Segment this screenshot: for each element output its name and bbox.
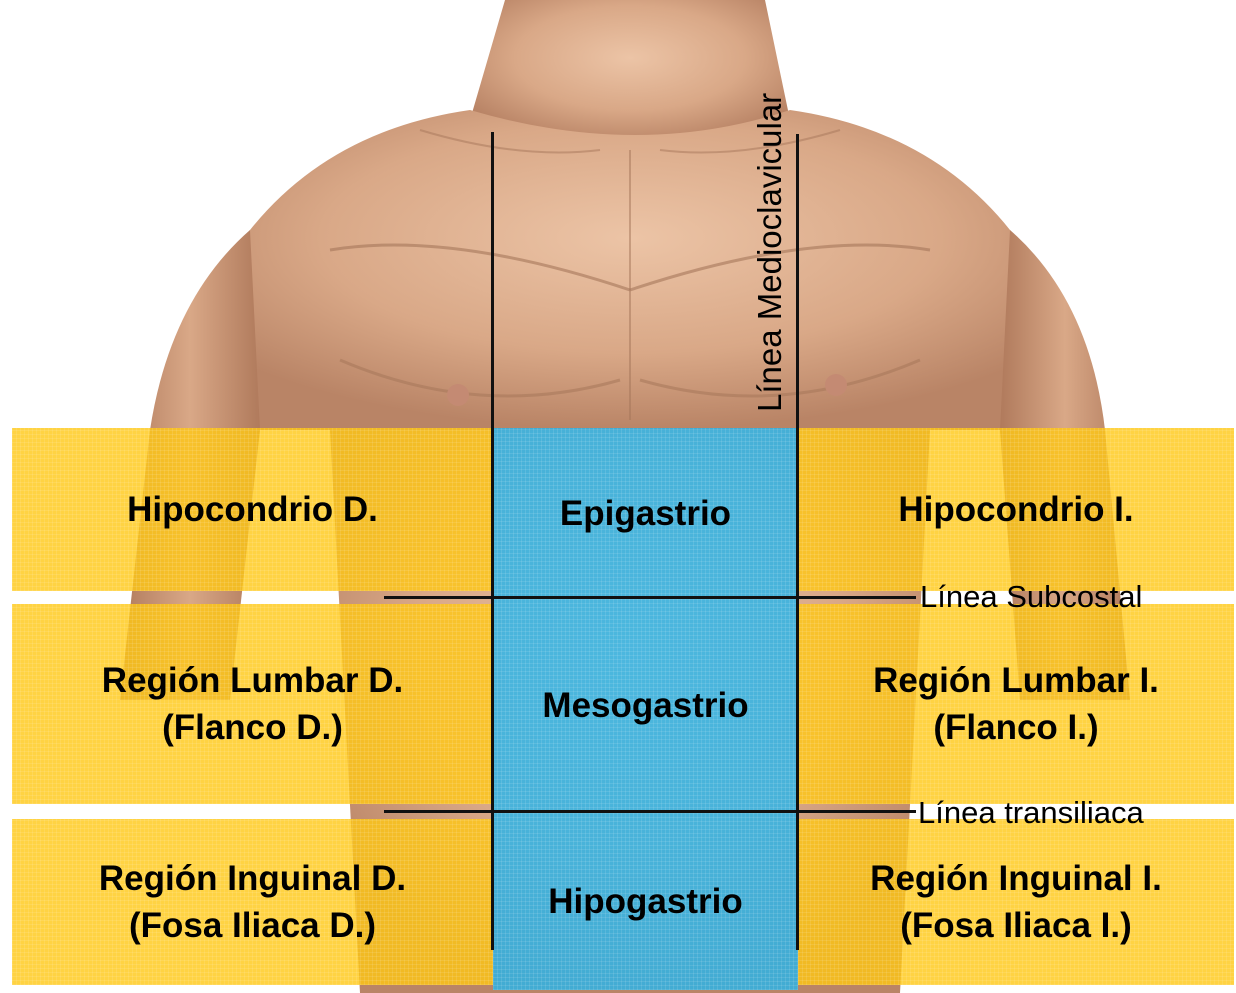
region-label: Mesogastrio: [542, 685, 749, 725]
neck-shape: [470, 0, 790, 145]
region-hipogastrio: Hipogastrio: [493, 812, 798, 990]
midclavicular-line-right: [491, 132, 494, 950]
region-mesogastrio: Mesogastrio: [493, 598, 798, 812]
subcostal-line-label: Línea Subcostal: [920, 579, 1143, 614]
midclavicular-line-left: [796, 134, 799, 950]
nipple-left: [825, 374, 847, 396]
region-label: Hipocondrio D.: [127, 490, 378, 529]
region-lumbar-derecha: Región Lumbar D. (Flanco D.): [12, 604, 493, 804]
region-lumbar-izquierda: Región Lumbar I. (Flanco I.): [798, 604, 1234, 804]
region-inguinal-izquierda: Región Inguinal I. (Fosa Iliaca I.): [798, 819, 1234, 985]
region-label: Hipogastrio: [548, 881, 743, 921]
region-label: Región Lumbar I. (Flanco I.): [873, 661, 1159, 747]
region-label: Región Inguinal D. (Fosa Iliaca D.): [98, 859, 407, 945]
transiliac-line: [384, 810, 916, 813]
transiliac-line-label: Línea transiliaca: [918, 795, 1144, 830]
region-label: Región Lumbar D. (Flanco D.): [101, 661, 404, 747]
region-hipocondrio-izquierdo: Hipocondrio I.: [798, 428, 1234, 591]
region-label: Hipocondrio I.: [898, 490, 1134, 529]
region-label: Región Inguinal I. (Fosa Iliaca I.): [870, 859, 1162, 945]
region-epigastrio: Epigastrio: [493, 428, 798, 598]
nipple-right: [447, 384, 469, 406]
region-label: Epigastrio: [559, 493, 732, 533]
region-inguinal-derecha: Región Inguinal D. (Fosa Iliaca D.): [12, 819, 493, 985]
subcostal-line: [384, 596, 916, 599]
region-hipocondrio-derecho: Hipocondrio D.: [12, 428, 493, 591]
midclavicular-line-label: Línea Medioclavicular: [751, 92, 788, 412]
